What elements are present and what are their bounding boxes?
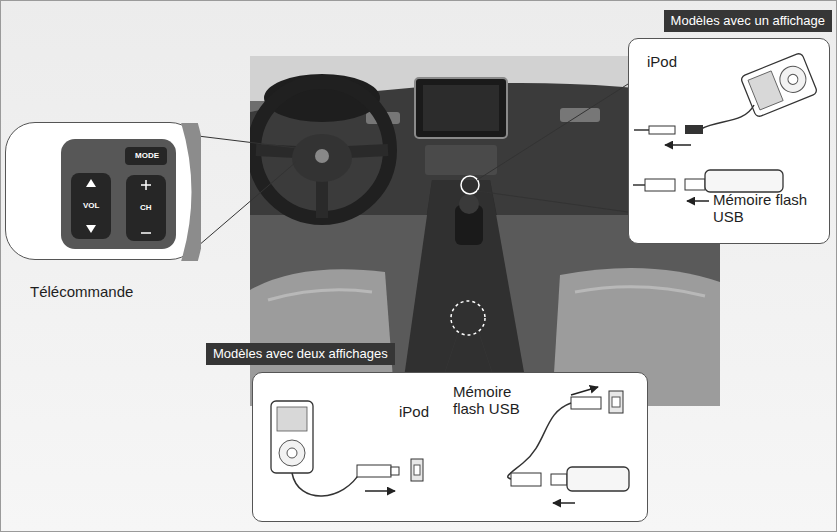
dual-display-callout: Modèles avec deux affichagesiPodMémoire … bbox=[252, 372, 648, 522]
drawing-part bbox=[511, 473, 541, 486]
button-label: MODE bbox=[135, 152, 159, 160]
drawing-part bbox=[685, 125, 703, 134]
drawing-part bbox=[609, 391, 623, 413]
drawing-part bbox=[612, 397, 620, 407]
drawing-part bbox=[411, 459, 423, 481]
drawing-part bbox=[141, 180, 151, 190]
drawing-part bbox=[357, 465, 391, 477]
device-illustration bbox=[253, 373, 649, 523]
drawing-part bbox=[776, 62, 810, 96]
device-illustration bbox=[6, 123, 201, 261]
drawing-part bbox=[685, 179, 705, 190]
drawing-part bbox=[287, 448, 297, 458]
drawing-part bbox=[786, 73, 799, 86]
drawing-part bbox=[86, 179, 96, 187]
drawing-part bbox=[645, 179, 675, 191]
leader-lines bbox=[198, 84, 628, 372]
drawing-part bbox=[551, 474, 567, 485]
drawing-part bbox=[126, 175, 166, 241]
button-label: VOL bbox=[83, 202, 99, 210]
drawing-part bbox=[701, 105, 754, 129]
drawing-part bbox=[414, 465, 420, 475]
drawing-part bbox=[71, 173, 111, 239]
drawing-part bbox=[365, 490, 395, 492]
drawing-part bbox=[86, 225, 96, 233]
drawing-part bbox=[188, 123, 200, 261]
drawing-part bbox=[277, 407, 307, 431]
device-label: iPod bbox=[399, 403, 429, 420]
drawing-part bbox=[141, 232, 151, 234]
drawing-part bbox=[649, 126, 675, 134]
drawing-part bbox=[665, 144, 691, 146]
drawing-part bbox=[571, 397, 601, 409]
single-display-callout: Modèles avec un affichageiPodMémoire fla… bbox=[628, 38, 830, 244]
drawing-part bbox=[748, 71, 783, 110]
drawing-part bbox=[567, 467, 629, 491]
drawing-part bbox=[571, 387, 598, 395]
drawing-part bbox=[687, 200, 709, 202]
drawing-part bbox=[553, 502, 575, 504]
drawing-part bbox=[61, 139, 176, 249]
drawing-part bbox=[271, 401, 313, 473]
drawing-part bbox=[292, 471, 361, 496]
model-heading: Modèles avec un affichage bbox=[664, 10, 832, 32]
button-label: CH bbox=[140, 204, 152, 212]
drawing-part bbox=[279, 440, 305, 466]
drawing-part bbox=[705, 170, 783, 192]
model-heading: Modèles avec deux affichages bbox=[206, 343, 395, 365]
drawing-part bbox=[633, 184, 645, 186]
remote-label: Télécommande bbox=[30, 283, 133, 300]
device-label: Mémoire flash USB bbox=[453, 383, 543, 418]
drawing-part bbox=[391, 467, 399, 475]
drawing-part bbox=[634, 129, 649, 131]
device-label: iPod bbox=[647, 53, 677, 70]
drawing-part bbox=[125, 147, 167, 165]
device-label: Mémoire flash USB bbox=[713, 191, 808, 226]
remote-callout: TélécommandeMODEVOLCH bbox=[5, 122, 200, 260]
